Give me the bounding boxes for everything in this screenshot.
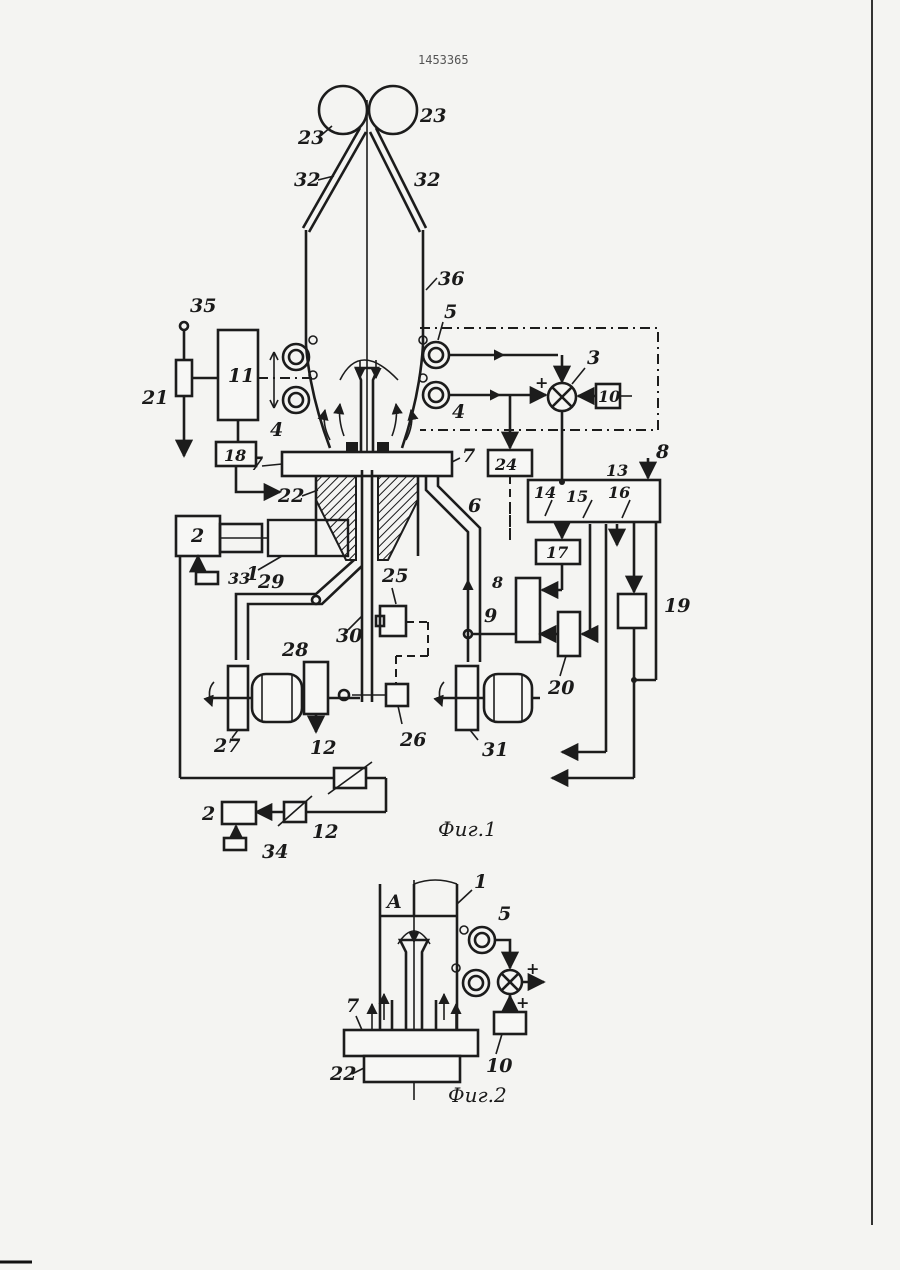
label-5-fig2: 5: [498, 903, 511, 925]
die-22-left: [316, 476, 356, 560]
label-4-left: 4: [270, 419, 283, 441]
label-17: 17: [546, 543, 568, 562]
label-26: 26: [399, 729, 426, 751]
sensor-4-left-lower: [283, 387, 309, 413]
label-10: 10: [598, 387, 620, 406]
label-23-right: 23: [419, 105, 446, 127]
label-32-right: 32: [414, 169, 440, 191]
roll-23-right: [369, 86, 417, 134]
block-33: [196, 572, 218, 584]
sensor-5-right: [423, 342, 449, 368]
label-24: 24: [494, 455, 517, 474]
label-31: 31: [482, 739, 508, 761]
label-34: 34: [262, 841, 288, 863]
motor-28: [252, 674, 302, 722]
label-29: 29: [257, 571, 284, 593]
pipe-6: [426, 476, 468, 662]
block-20: [558, 612, 580, 656]
roll-23-left: [319, 86, 367, 134]
label-a: A: [385, 891, 402, 913]
block-8: [516, 578, 540, 642]
label-23-left: 23: [297, 127, 324, 149]
label-6: 6: [468, 495, 481, 517]
caption-fig-2: Фиг.2: [448, 1083, 507, 1107]
label-18: 18: [224, 446, 246, 465]
figure-1: 23 23 32 32 36: [141, 86, 690, 863]
label-5: 5: [444, 301, 457, 323]
patent-number: 1453365: [418, 53, 469, 67]
label-33: 33: [228, 569, 250, 588]
sensor-4-left-upper: [283, 344, 309, 370]
block-21: [176, 360, 192, 396]
label-3: 3: [587, 347, 600, 369]
label-27: 27: [213, 735, 240, 757]
label-9: 9: [484, 605, 497, 627]
block-34: [224, 838, 246, 850]
figure-2: A 1 5 + + 10 7 22: [329, 871, 544, 1107]
label-4-right: 4: [452, 401, 465, 423]
label-1-fig2: 1: [474, 871, 487, 893]
label-2-bottom: 2: [201, 803, 215, 825]
label-13: 13: [606, 461, 628, 480]
label-21: 21: [141, 387, 168, 409]
label-20: 20: [547, 677, 574, 699]
label-35: 35: [190, 295, 216, 317]
label-19: 19: [664, 595, 690, 617]
label-12-lower: 12: [312, 821, 338, 843]
sensor-4-fig2: [463, 970, 489, 996]
die-22-right: [378, 476, 418, 560]
label-11: 11: [228, 365, 254, 387]
plus-fig2-a: +: [526, 959, 539, 978]
label-12-upper: 12: [310, 737, 336, 759]
label-7-fig2: 7: [346, 995, 359, 1017]
label-36: 36: [438, 268, 464, 290]
motor-31: [484, 674, 532, 722]
label-10-fig2: 10: [486, 1055, 512, 1077]
label-7-right: 7: [462, 445, 475, 467]
label-8: 8: [491, 573, 503, 592]
die-plate-7: [282, 452, 452, 476]
plus-fig2-b: +: [516, 993, 529, 1012]
caption-fig-1: Фиг.1: [438, 817, 497, 841]
label-28: 28: [281, 639, 308, 661]
label-32-left: 32: [294, 169, 320, 191]
sensor-4-right: [423, 382, 449, 408]
label-22: 22: [277, 485, 304, 507]
block-28: [304, 662, 328, 714]
sensor-5-fig2: [469, 927, 495, 953]
block-26: [386, 684, 408, 706]
block-10-fig2: [494, 1012, 526, 1034]
label-16: 16: [608, 483, 630, 502]
block-2-bottom: [222, 802, 256, 824]
label-14: 14: [534, 483, 556, 502]
label-25: 25: [381, 565, 408, 587]
die-plate-7-fig2: [344, 1030, 478, 1056]
label-8-top: 8: [655, 441, 669, 463]
label-2-top: 2: [190, 525, 204, 547]
die-22-fig2: [364, 1056, 460, 1082]
block-19: [618, 594, 646, 628]
label-15: 15: [566, 487, 588, 506]
plus-sign-3: +: [535, 373, 548, 392]
